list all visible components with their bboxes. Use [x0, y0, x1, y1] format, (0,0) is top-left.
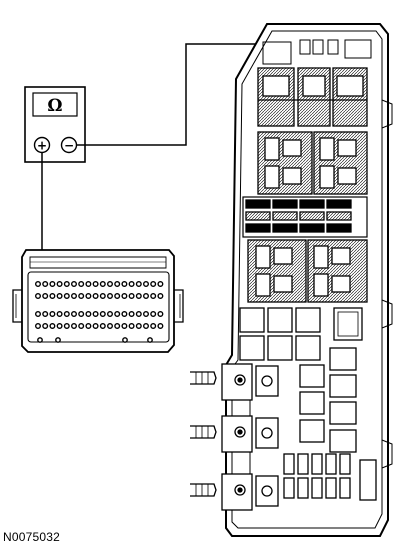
connector-pin — [135, 281, 142, 288]
connector-pin — [63, 281, 70, 288]
connector-pin — [106, 293, 113, 300]
connector-pin — [142, 323, 149, 330]
connector-pin — [85, 281, 92, 288]
connector-pin — [157, 323, 164, 330]
connector-pin — [42, 323, 49, 330]
connector-pin — [142, 293, 149, 300]
connector-pin — [157, 281, 164, 288]
connector-pin — [49, 323, 56, 330]
ohmmeter: Ω + − — [24, 86, 86, 163]
connector-pin — [42, 311, 49, 318]
connector-pin — [99, 293, 106, 300]
connector-pin — [121, 323, 128, 330]
fuse-strip — [242, 196, 368, 238]
connector-pin — [56, 311, 63, 318]
side-clips — [381, 99, 393, 469]
ohm-symbol: Ω — [47, 96, 62, 116]
connector-pin — [85, 293, 92, 300]
connector-pin — [35, 323, 42, 330]
connector-pin — [128, 281, 135, 288]
connector-pin — [70, 323, 77, 330]
fuse-box — [190, 23, 393, 537]
connector-pin — [49, 311, 56, 318]
relay-block-lower — [247, 239, 368, 303]
connector-pin — [135, 293, 142, 300]
connector-pin — [128, 311, 135, 318]
connector-pin — [78, 293, 85, 300]
connector-pin — [106, 323, 113, 330]
connector-pin — [56, 293, 63, 300]
connector-pin — [42, 281, 49, 288]
connector-pin — [99, 311, 106, 318]
positive-terminal-label: + — [37, 139, 47, 153]
relay-block-upper — [257, 131, 368, 195]
connector-pin — [70, 311, 77, 318]
connector-pin — [78, 281, 85, 288]
figure-id: N0075032 — [3, 530, 60, 544]
connector-pin — [150, 281, 157, 288]
connector-pin — [150, 311, 157, 318]
connector-pin — [106, 281, 113, 288]
connector-pin — [92, 311, 99, 318]
connector-pin — [92, 323, 99, 330]
connector-pin — [92, 281, 99, 288]
connector-pin — [128, 293, 135, 300]
connector-pin — [35, 281, 42, 288]
positive-terminal: + — [33, 136, 51, 154]
connector-pin — [157, 311, 164, 318]
connector-pin — [114, 323, 121, 330]
meter-display — [32, 92, 78, 117]
connector-pin — [35, 293, 42, 300]
bottom-fuses — [283, 453, 377, 501]
connector-pin — [99, 281, 106, 288]
connector-pin — [150, 293, 157, 300]
negative-terminal: − — [60, 136, 78, 154]
connector-pin — [150, 323, 157, 330]
connector-pin — [157, 293, 164, 300]
connector-pin — [70, 293, 77, 300]
connector-pin — [63, 323, 70, 330]
connector-pin — [56, 323, 63, 330]
connector-pin — [35, 311, 42, 318]
connector-pin — [142, 311, 149, 318]
connector-pin — [142, 281, 149, 288]
connector-pin — [78, 323, 85, 330]
small-relays — [239, 307, 363, 453]
connector — [12, 249, 184, 353]
connector-pin — [99, 323, 106, 330]
relay-row-top — [257, 67, 368, 127]
negative-lead — [76, 43, 293, 146]
connector-pins — [35, 281, 164, 330]
connector-pin — [114, 281, 121, 288]
connector-pin — [135, 311, 142, 318]
connector-pin — [49, 281, 56, 288]
connector-pin — [63, 311, 70, 318]
connector-pin — [121, 293, 128, 300]
connector-pin — [85, 323, 92, 330]
connector-pin — [121, 311, 128, 318]
connector-pin — [49, 293, 56, 300]
connector-pin — [135, 323, 142, 330]
connector-pin — [114, 311, 121, 318]
connector-pin — [70, 281, 77, 288]
connector-pin — [121, 281, 128, 288]
connector-pin — [56, 281, 63, 288]
connector-pin — [92, 293, 99, 300]
connector-pin — [128, 323, 135, 330]
connector-pin — [42, 293, 49, 300]
connector-pin — [63, 293, 70, 300]
connector-pin — [114, 293, 121, 300]
connector-pin — [78, 311, 85, 318]
negative-terminal-label: − — [64, 139, 74, 153]
power-studs — [190, 363, 279, 511]
connector-pin — [106, 311, 113, 318]
connector-pin — [85, 311, 92, 318]
